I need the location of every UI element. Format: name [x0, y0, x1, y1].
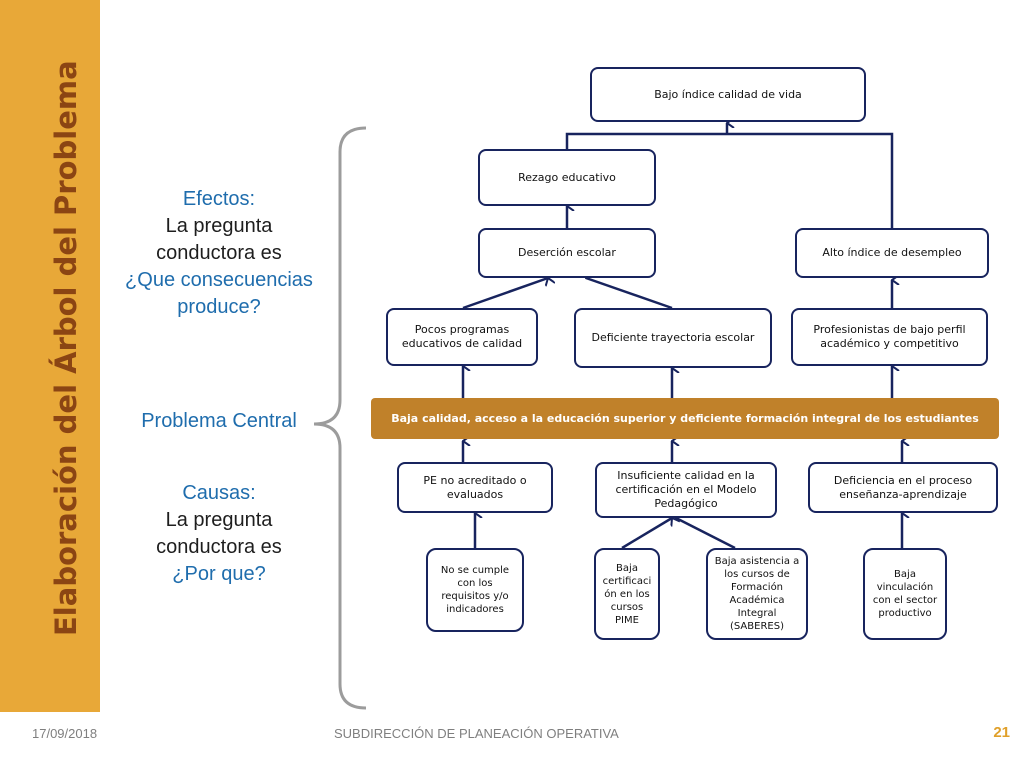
page-number: 21	[993, 724, 1010, 741]
central-problem: Baja calidad, acceso a la educación supe…	[371, 398, 999, 439]
causas-line2: conductora es	[156, 536, 282, 558]
node-no-cumple: No se cumple con los requisitos y/o indi…	[426, 548, 524, 632]
efectos-line1: La pregunta	[165, 215, 273, 237]
arrow-pocos-desercion	[462, 278, 548, 310]
causas-line3: ¿Por que?	[172, 563, 266, 585]
node-deficiente-trayectoria: Deficiente trayectoria escolar	[574, 308, 772, 368]
node-baja-vinculacion: Baja vinculación con el sector productiv…	[863, 548, 947, 640]
node-baja-certificacion: Baja certificaci ón en los cursos PIME	[594, 548, 660, 640]
side-accent-bar	[0, 0, 100, 712]
node-pe-no-acreditado: PE no acreditado o evaluados	[397, 462, 553, 513]
efectos-line3: ¿Que consecuencias	[125, 269, 313, 291]
footer-date: 17/09/2018	[32, 726, 98, 741]
causas-heading: Causas:	[182, 482, 256, 504]
arrow-asistencia-insuficiente	[676, 518, 736, 550]
node-profesionistas: Profesionistas de bajo perfil académico …	[791, 308, 988, 366]
causas-line1: La pregunta	[165, 509, 273, 531]
efectos-line2: conductora es	[156, 242, 282, 264]
problema-central-label: Problema Central	[141, 410, 297, 432]
node-bajo-indice: Bajo índice calidad de vida	[590, 67, 866, 122]
efectos-line4: produce?	[177, 296, 261, 318]
footer-department: SUBDIRECCIÓN DE PLANEACIÓN OPERATIVA	[334, 726, 619, 741]
connector-top-bracket	[565, 132, 894, 228]
node-pocos-programas: Pocos programas educativos de calidad	[386, 308, 538, 366]
curly-brace	[313, 126, 367, 710]
node-rezago: Rezago educativo	[478, 149, 656, 206]
arrow-trayectoria-desercion	[586, 278, 673, 310]
arrow-certificacion-insuficiente	[621, 518, 672, 550]
node-desercion: Deserción escolar	[478, 228, 656, 278]
node-baja-asistencia: Baja asistencia a los cursos de Formació…	[706, 548, 808, 640]
node-alto-desempleo: Alto índice de desempleo	[795, 228, 989, 278]
efectos-heading: Efectos:	[182, 188, 256, 210]
node-deficiencia-proceso: Deficiencia en el proceso enseñanza-apre…	[808, 462, 998, 513]
node-insuficiente: Insuficiente calidad en la certificación…	[595, 462, 777, 518]
